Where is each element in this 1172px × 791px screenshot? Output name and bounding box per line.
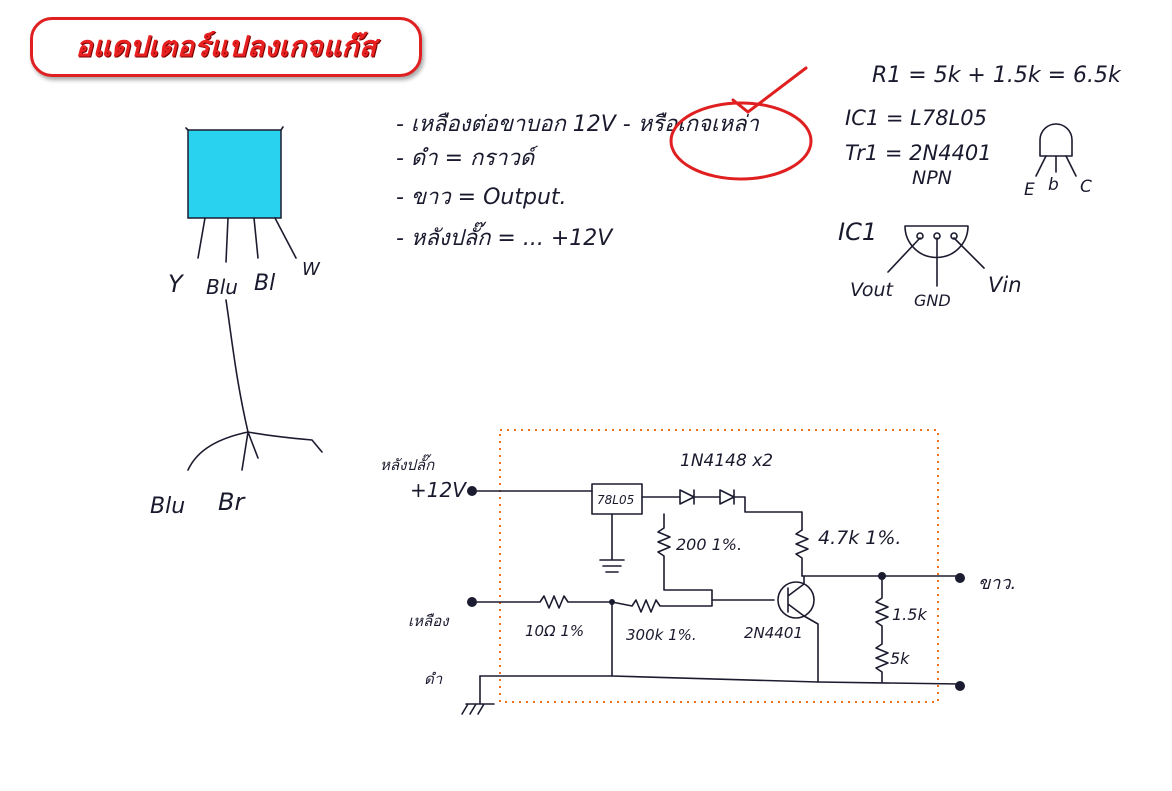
wiring-notes: - เหลืองต่อขาบอก 12V - หรือเกจเหล่า - ดำ… (396, 66, 813, 251)
regulator-label: 78L05 (597, 493, 634, 507)
schematic: หลังปลั๊ก +12V 78L05 1N4148 x2 200 1%. 4… (380, 429, 1016, 715)
note-line-1: - เหลืองต่อขาบอก 12V - หรือเกจเหล่า (396, 112, 760, 137)
input-12v-label-1: หลังปลั๊ก (380, 454, 435, 474)
pin-b: b (1048, 175, 1059, 195)
checkmark (731, 66, 808, 114)
title-badge: อแดปเตอร์แปลงเกจแก๊ส (30, 17, 422, 77)
tr1-part: Tr1 = 2N4401 (845, 141, 992, 165)
note-line-3: - ขาว = Output. (396, 185, 567, 210)
input-yellow-label: เหลือง (408, 612, 450, 630)
pin-vin: Vin (988, 273, 1022, 297)
gauge-sensor: Y Blu Bl W Blu Br (150, 126, 323, 519)
resistor-10-label: 10Ω 1% (525, 622, 584, 640)
bottom-label-blu: Blu (150, 494, 185, 519)
pin-c: C (1080, 177, 1092, 197)
resistor-4-7k (795, 529, 809, 577)
wire-label-bl: Bl (254, 271, 275, 296)
regulator-78l05 (591, 483, 643, 515)
ground-label: ดำ (424, 670, 443, 688)
resistor-300k-label: 300k 1%. (626, 626, 697, 644)
wire-label-w: W (302, 259, 321, 280)
wire-bl (253, 217, 259, 259)
input-12v-label-2: +12V (410, 478, 467, 502)
transistor-2n4401 (777, 581, 815, 619)
tr1-type: NPN (912, 167, 952, 189)
transistor-label: 2N4401 (744, 624, 803, 642)
page-title: อแดปเตอร์แปลงเกจแก๊ส (75, 30, 377, 63)
wire-blu (225, 217, 229, 263)
r1-value: R1 = 5k + 1.5k = 6.5k (872, 63, 1122, 88)
component-list: R1 = 5k + 1.5k = 6.5k IC1 = L78L05 Tr1 =… (838, 63, 1122, 310)
diodes (641, 489, 803, 531)
input-yellow-terminal (467, 597, 477, 607)
resistor-200-label: 200 1%. (676, 535, 742, 554)
pcb-boundary (499, 429, 939, 703)
highlight-circle (669, 101, 813, 181)
wire-label-blu: Blu (206, 275, 238, 299)
sensor-body (187, 129, 282, 219)
note-line-2: - ดำ = กราวด์ (396, 145, 539, 171)
transistor-pinout: E b C (1024, 123, 1092, 200)
resistor-4-7k-label: 4.7k 1%. (818, 527, 901, 549)
wire-label-y: Y (168, 270, 185, 298)
ground-rail (479, 675, 961, 685)
diodes-label: 1N4148 x2 (680, 451, 773, 471)
pin-e: E (1024, 180, 1035, 200)
output-terminal (955, 573, 965, 583)
resistor-1-5k-label: 1.5k (892, 605, 927, 624)
wire-w (274, 217, 297, 259)
ic1-part: IC1 = L78L05 (845, 106, 987, 130)
bottom-label-br: Br (218, 488, 246, 516)
output-label: ขาว. (978, 573, 1016, 594)
ic1-label: IC1 (838, 218, 877, 246)
resistor-divider (875, 575, 889, 683)
ground-terminal (955, 681, 965, 691)
resistor-200 (657, 513, 775, 601)
pin-vout: Vout (850, 279, 895, 301)
pin-gnd: GND (914, 291, 951, 310)
note-line-4: - หลังปลั๊ก = ... +12V (396, 221, 614, 251)
wire-y (197, 217, 206, 259)
resistor-5k-label: 5k (890, 649, 910, 668)
input-12v-terminal (467, 486, 477, 496)
regulator-pinout: Vout GND Vin (850, 225, 1022, 310)
input-resistors (476, 595, 713, 613)
cable (187, 299, 249, 471)
